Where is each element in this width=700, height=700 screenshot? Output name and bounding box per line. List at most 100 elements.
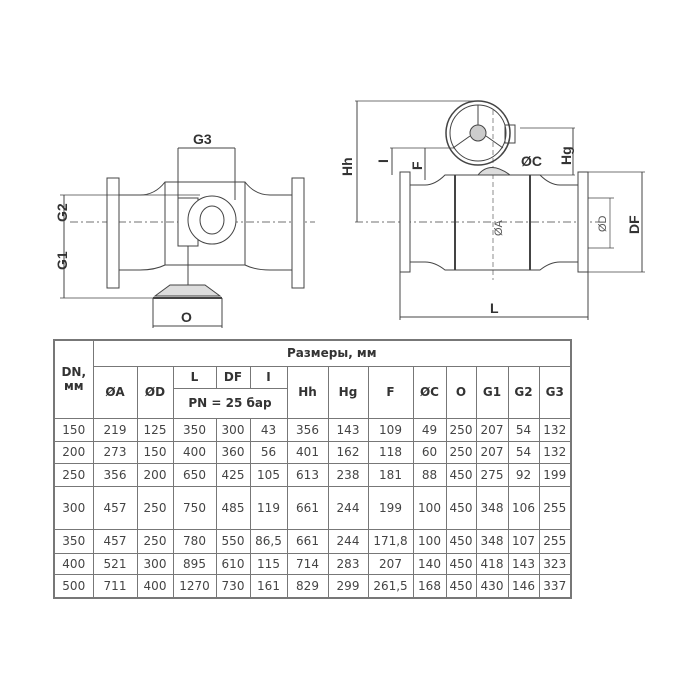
table-cell: 356 [286, 417, 329, 442]
column-header: DF [215, 365, 251, 389]
column-header: O [445, 365, 477, 419]
table-cell: 100 [412, 485, 447, 530]
table-cell: 261,5 [367, 573, 414, 599]
table-cell: 360 [215, 440, 251, 464]
table-cell: 54 [507, 440, 540, 464]
table-cell: 244 [327, 528, 369, 554]
handwheel [153, 284, 222, 297]
column-header: I [249, 365, 288, 389]
pn-header: PN = 25 бар [172, 387, 288, 419]
table-cell: 300 [136, 552, 174, 575]
table-cell: 199 [538, 462, 572, 487]
table-cell: 661 [286, 485, 329, 530]
table-cell: 250 [136, 528, 174, 554]
table-cell: 323 [538, 552, 572, 575]
right-view: Hh I F ØC Hg ØA ØD DF L [339, 100, 645, 320]
table-cell: 730 [215, 573, 251, 599]
i-label: I [375, 159, 391, 163]
table-cell: 457 [92, 485, 138, 530]
dn-cell: 400 [53, 552, 94, 575]
g2-label: G2 [54, 203, 70, 222]
table-cell: 115 [249, 552, 288, 575]
valve-drawing: G3 G2 G1 O Hh I [54, 100, 645, 328]
table-cell: 43 [249, 417, 288, 442]
dn-cell: 150 [53, 417, 94, 442]
dn-cell: 500 [53, 573, 94, 599]
table-cell: 143 [327, 417, 369, 442]
table-cell: 199 [367, 485, 414, 530]
left-view: G3 G2 G1 O [54, 131, 315, 328]
table-cell: 105 [249, 462, 288, 487]
df-label: DF [626, 215, 642, 234]
table-cell: 250 [136, 485, 174, 530]
table-cell: 255 [538, 528, 572, 554]
hg-label: Hg [558, 146, 574, 165]
table-cell: 109 [367, 417, 414, 442]
table-cell: 450 [445, 528, 477, 554]
table-cell: 143 [507, 552, 540, 575]
table-cell: 283 [327, 552, 369, 575]
column-header: G3 [538, 365, 572, 419]
column-header: ØA [92, 365, 138, 419]
gearbox [187, 195, 237, 245]
table-cell: 450 [445, 573, 477, 599]
dn-cell: 250 [53, 462, 94, 487]
table-cell: 238 [327, 462, 369, 487]
table-cell: 181 [367, 462, 414, 487]
left-flange [399, 171, 411, 273]
table-cell: 521 [92, 552, 138, 575]
right-flange [291, 177, 305, 289]
table-cell: 207 [367, 552, 414, 575]
g1-label: G1 [54, 251, 70, 270]
table-cell: 401 [286, 440, 329, 464]
table-cell: 106 [507, 485, 540, 530]
oc-label: ØC [521, 153, 542, 169]
table-cell: 273 [92, 440, 138, 464]
table-cell: 610 [215, 552, 251, 575]
dn-header: DN, мм [53, 339, 94, 419]
l-label: L [490, 300, 499, 316]
gearbox-cover [199, 205, 225, 235]
table-cell: 350 [172, 417, 217, 442]
dn-cell: 350 [53, 528, 94, 554]
table-cell: 125 [136, 417, 174, 442]
od-label: ØD [597, 215, 609, 232]
group-header: Размеры, мм [92, 339, 572, 367]
f-label: F [409, 161, 425, 170]
table-cell: 450 [445, 485, 477, 530]
table-cell: 118 [367, 440, 414, 464]
column-header: Hh [286, 365, 329, 419]
table-cell: 400 [172, 440, 217, 464]
table-cell: 356 [92, 462, 138, 487]
table-cell: 244 [327, 485, 369, 530]
table-cell: 132 [538, 440, 572, 464]
table-cell: 300 [215, 417, 251, 442]
table-cell: 119 [249, 485, 288, 530]
table-cell: 450 [445, 552, 477, 575]
gearbox-base [476, 167, 512, 176]
o-label: O [181, 309, 192, 325]
table-cell: 714 [286, 552, 329, 575]
table-cell: 60 [412, 440, 447, 464]
column-header: G2 [507, 365, 540, 419]
table-cell: 250 [445, 440, 477, 464]
pipe-body [119, 181, 292, 271]
table-cell: 895 [172, 552, 217, 575]
column-header: L [172, 365, 217, 389]
table-cell: 485 [215, 485, 251, 530]
table-cell: 219 [92, 417, 138, 442]
table-cell: 146 [507, 573, 540, 599]
table-cell: 100 [412, 528, 447, 554]
table-cell: 348 [475, 485, 509, 530]
table-cell: 299 [327, 573, 369, 599]
table-cell: 250 [445, 417, 477, 442]
table-cell: 171,8 [367, 528, 414, 554]
table-cell: 1270 [172, 573, 217, 599]
gear-indicator [504, 124, 516, 144]
